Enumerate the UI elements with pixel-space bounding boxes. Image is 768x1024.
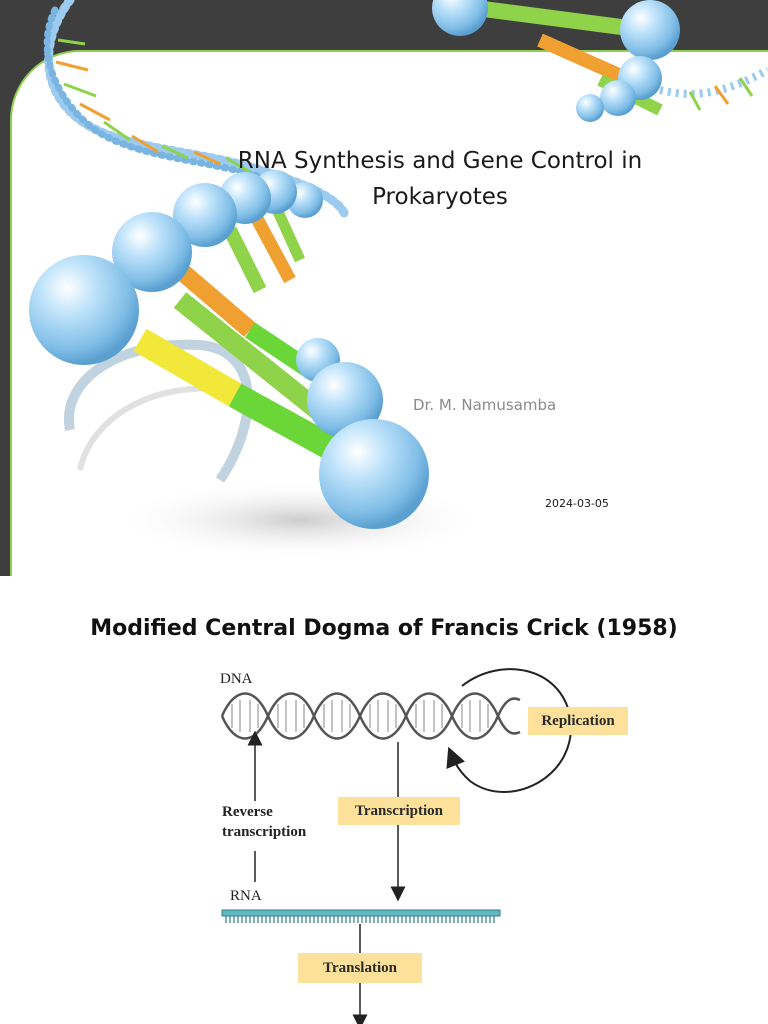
dna-double-helix — [220, 692, 521, 740]
transcription-box: Transcription — [338, 797, 460, 825]
dna-molecule-illustration — [29, 0, 768, 560]
foreground-helix — [29, 170, 429, 529]
reverse-transcription-label: Reverse transcription — [222, 802, 306, 842]
slide-heading: Modified Central Dogma of Francis Crick … — [90, 616, 678, 641]
central-dogma-slide: Modified Central Dogma of Francis Crick … — [0, 576, 768, 1024]
presentation-date: 2024-03-05 — [545, 497, 609, 510]
translation-box: Translation — [298, 953, 422, 983]
author-name: Dr. M. Namusamba — [413, 396, 557, 414]
dna-label: DNA — [220, 671, 253, 687]
rna-label: RNA — [230, 888, 262, 904]
replication-box: Replication — [528, 707, 628, 735]
slide-title: RNA Synthesis and Gene Control in Prokar… — [230, 143, 650, 215]
title-line-1: RNA Synthesis and Gene Control in — [237, 148, 643, 174]
rna-strand — [221, 909, 501, 923]
reverse-label-line-1: Reverse — [222, 804, 273, 820]
central-dogma-diagram — [220, 668, 572, 1024]
replication-loop-arrow — [446, 668, 572, 793]
upper-right-helix-strand — [432, 0, 768, 122]
title-line-2: Prokaryotes — [372, 184, 508, 210]
reverse-label-line-2: transcription — [222, 824, 307, 840]
title-slide: RNA Synthesis and Gene Control in Prokar… — [0, 0, 768, 576]
